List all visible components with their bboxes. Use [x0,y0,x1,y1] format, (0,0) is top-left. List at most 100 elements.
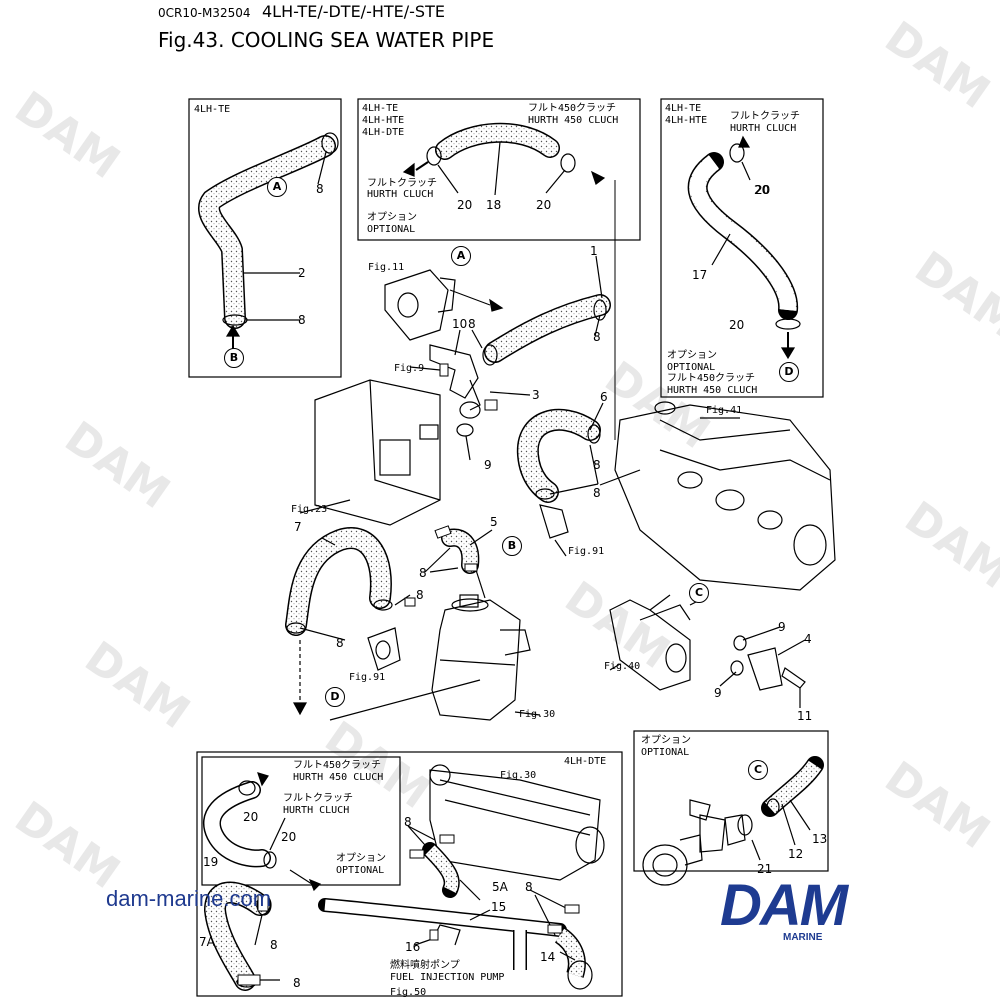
fig-23-label: Fig.23 [291,504,328,515]
fig-41-label: Fig.41 [706,405,743,416]
part-number: 8 [416,588,424,602]
box-optional [633,730,829,872]
part-number: 17 [692,268,708,282]
box-hurth-inner [201,756,401,886]
box2-model-label-2: 4LH-HTE [362,115,405,126]
part-number: 3 [532,388,540,402]
part-number: 2 [298,266,306,280]
engine [614,404,836,591]
part-number: 7 [294,520,302,534]
ref-circle-b: B [224,348,244,368]
box-4lh-dte [196,751,623,997]
box-4lh-te [188,98,342,378]
fig-11-label: Fig.11 [368,262,405,273]
part-number: 8 [270,938,278,952]
part-number: 8 [404,815,412,829]
part-number: 8 [593,486,601,500]
part-number: 20 [281,830,297,844]
exchanger-bottom [429,769,601,881]
hurth450-jp-label: フルト450クラッチ [528,103,617,114]
website-link[interactable]: dam-marine.com [106,886,272,911]
part-number: 8 [316,182,324,196]
fig-30-label-bottom: Fig.30 [500,770,537,781]
box3-model-label-1: 4LH-TE [665,103,702,114]
part-number: 8 [525,880,533,894]
part-number: 15 [491,900,507,914]
part-number: 16 [405,940,421,954]
fuel-jp-label: 燃料噴射ポンプ [390,960,460,971]
ref-circle-c: C [689,583,709,603]
box3-hurth-jp-label: フルトクラッチ [730,111,800,122]
optional-box-jp-label: オプション [641,735,691,746]
document-code: 0CR10-M32504 [158,6,251,20]
ref-circle-a: A [267,177,287,197]
part-number: 20 [536,198,552,212]
hurth450-en-label: HURTH 450 CLUCH [528,115,619,126]
part-number: 21 [757,862,773,876]
fuel-injection-pump [431,599,521,721]
part-number: 14 [540,950,556,964]
bottom-hurth-en-label: HURTH CLUCH [283,805,350,816]
box2-model-label-1: 4LH-TE [362,103,399,114]
part-number: 1 [590,244,598,258]
part-number: 8 [593,330,601,344]
bottom-hurth450-jp-label: フルト450クラッチ [293,760,382,771]
model-range: 4LH-TE/-DTE/-HTE/-STE [262,2,445,21]
part-number: 9 [714,686,722,700]
box1-model-label: 4LH-TE [194,104,231,115]
part-number: 9 [778,620,786,634]
fig-40-label: Fig.40 [604,661,641,672]
fig-91-label-left: Fig.91 [349,672,386,683]
box3-hurth450-en-label: HURTH 450 CLUCH [667,385,758,396]
hurth-jp-label: フルトクラッチ [367,178,437,189]
box-hurth-top [357,98,641,241]
fuel-en-label: FUEL INJECTION PUMP [390,972,505,983]
option-en-label: OPTIONAL [367,224,416,235]
part-number: 20 [457,198,473,212]
optional-box-en-label: OPTIONAL [641,747,690,758]
part-number: 8 [298,313,306,327]
part-number: 8 [293,976,301,990]
part-number: 10 [452,317,468,331]
box3-hurth450-jp-label: フルト450クラッチ [667,373,756,384]
box3-hurth-en-label: HURTH CLUCH [730,123,797,134]
ref-circle-c: C [748,760,768,780]
part-number: 13 [812,832,828,846]
box3-model-label-2: 4LH-HTE [665,115,708,126]
option-jp-label: オプション [367,212,417,223]
ref-circle-a: A [451,246,471,266]
fig-9-label: Fig.9 [394,363,425,374]
part-number: 8 [336,636,344,650]
ref-circle-d: D [325,687,345,707]
box3-option-jp-label: オプション [667,350,717,361]
fig-50-label: Fig.50 [390,987,427,998]
dam-logo: DAM [720,873,848,938]
box2-model-label-3: 4LH-DTE [362,127,405,138]
dam-logo-subtitle: MARINE [783,932,823,943]
part-number: 7A [199,935,215,949]
part-number: 5 [490,515,498,529]
part-number: 5A [492,880,508,894]
part-number: 20 [243,810,259,824]
part-number: 6 [600,390,608,404]
fig-30-label-main: Fig.30 [519,709,556,720]
part-number: 9 [484,458,492,472]
ref-circle-d: D [779,362,799,382]
part-number: 4 [804,632,812,646]
part-number: 18 [486,198,502,212]
box3-option-en-label: OPTIONAL [667,362,716,373]
figure-title: Fig.43. COOLING SEA WATER PIPE [158,28,495,52]
part-number: 19 [203,855,219,869]
bottom-option-en-label: OPTIONAL [336,865,385,876]
heat-exchanger [314,379,441,526]
bottom-option-jp-label: オプション [336,853,386,864]
part-number: 20 [754,183,770,197]
part-number: 8 [468,317,476,331]
part-number: 12 [788,847,804,861]
bottom-box-model-label: 4LH-DTE [564,756,607,767]
bottom-hurth-jp-label: フルトクラッチ [283,793,353,804]
ref-circle-b: B [502,536,522,556]
part-number: 8 [593,458,601,472]
fig-91-label-right: Fig.91 [568,546,605,557]
